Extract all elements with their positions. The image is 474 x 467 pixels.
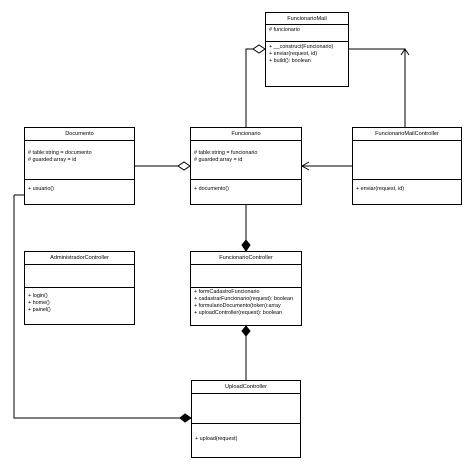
operation: + enviar(request, id) [356, 186, 405, 192]
composition-diamond-funcionario-controller [241, 239, 251, 252]
operation: + formularioDocumento(token):array [194, 303, 281, 309]
class-operations: + __construct(Funcionario) + enviar(requ… [266, 42, 348, 67]
operation: + login() [28, 293, 48, 299]
operation: + __construct(Funcionario) [269, 44, 334, 50]
aggregation-diamond-mail [252, 44, 266, 54]
operation: + enviar(request, id) [269, 51, 318, 57]
class-name: Funcionario [191, 128, 301, 141]
edge-funcionario-to-mail [245, 48, 265, 127]
operation: + build(): boolean [269, 58, 311, 64]
class-operations: + enviar(request, id) [353, 180, 461, 195]
class-documento[interactable]: Documento # table:string = documento # g… [24, 127, 135, 205]
operation: + cadastrarFuncionario(request): boolean [194, 296, 294, 302]
arrowhead-funcionario [300, 161, 310, 171]
class-funcionario-mail-controller[interactable]: FuncionarioMailController + enviar(reque… [352, 127, 462, 205]
class-funcionario[interactable]: Funcionario # table:string = funcionario… [190, 127, 302, 205]
class-upload-controller[interactable]: UploadController + upload(request) [191, 380, 301, 458]
class-attributes: # table:string = documento # guarded:arr… [25, 141, 134, 180]
class-name: FuncionarioMail [266, 13, 348, 25]
class-name: AdministradorController [25, 252, 134, 265]
class-attributes [353, 141, 461, 180]
operation: + uploadController(request): boolean [194, 310, 282, 316]
composition-diamond-upload [179, 413, 192, 423]
class-attributes [191, 265, 301, 288]
class-operations: + documento() [191, 180, 301, 195]
arrowhead-mail [400, 48, 410, 56]
class-name: UploadController [192, 381, 300, 394]
class-operations: + formCadastroFuncionario + cadastrarFun… [191, 288, 301, 319]
class-funcionario-mail[interactable]: FuncionarioMail # funcionario + __constr… [265, 12, 349, 87]
class-operations: + upload(request) [192, 424, 300, 445]
attribute: # funcionario [269, 27, 300, 33]
edge-mailcontroller-to-mail [349, 48, 406, 127]
edge-documento-to-upload [13, 195, 180, 419]
class-attributes: # table:string = funcionario # guarded:a… [191, 141, 301, 180]
operation: + formCadastroFuncionario [194, 289, 260, 295]
class-funcionario-controller[interactable]: FuncionarioController + formCadastroFunc… [190, 251, 302, 326]
class-name: Documento [25, 128, 134, 141]
class-operations: + login() + home() + painel() [25, 288, 134, 316]
attribute: # guarded:array = id [194, 157, 243, 163]
class-administrador-controller[interactable]: AdministradorController + login() + home… [24, 251, 135, 325]
operation: + upload(request) [195, 436, 238, 442]
operation: + documento() [194, 186, 229, 192]
attribute: # table:string = documento [28, 150, 92, 156]
operation: + home() [28, 300, 50, 306]
class-attributes: # funcionario [266, 25, 348, 42]
attribute: # table:string = funcionario [194, 150, 258, 156]
composition-diamond-funcionariocontroller-bottom [241, 325, 251, 337]
operation: + usuario() [28, 186, 54, 192]
class-operations: + usuario() [25, 180, 134, 195]
class-attributes [25, 265, 134, 288]
class-attributes [192, 394, 300, 424]
operation: + painel() [28, 307, 51, 313]
attribute: # guarded:array = id [28, 157, 77, 163]
class-name: FuncionarioMailController [353, 128, 461, 141]
class-name: FuncionarioController [191, 252, 301, 265]
aggregation-diamond-funcionario [177, 161, 191, 171]
